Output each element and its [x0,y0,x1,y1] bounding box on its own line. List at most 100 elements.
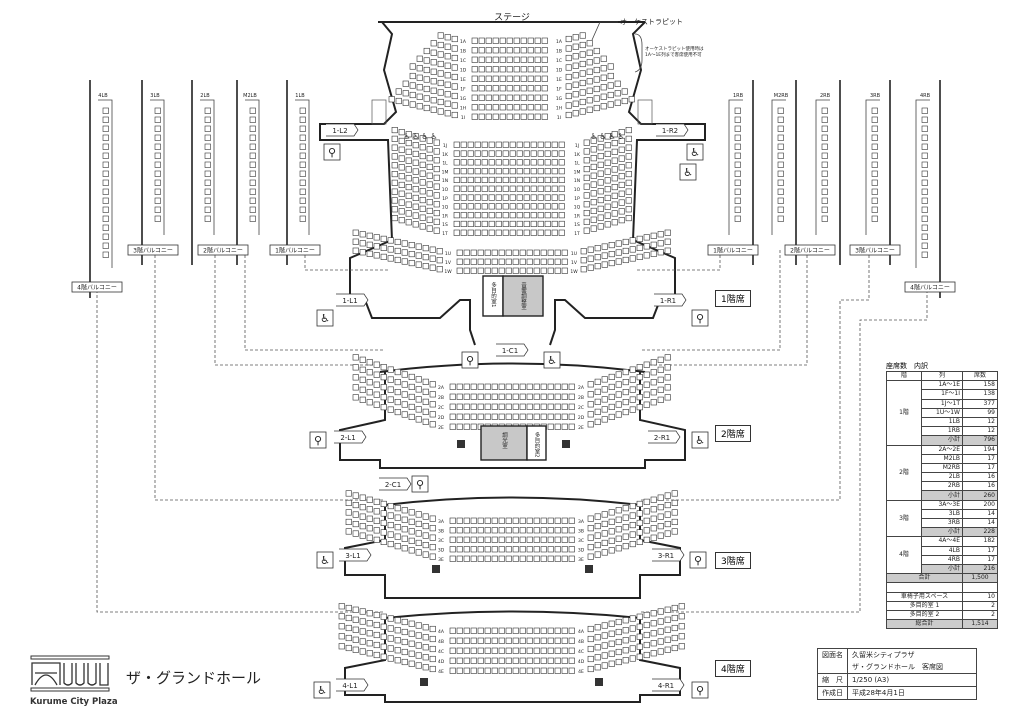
seat [513,113,520,120]
seat [491,403,498,410]
seat [643,621,650,629]
seat [611,201,618,208]
seat [395,97,402,105]
seat [597,153,604,160]
seat [102,215,109,222]
seat [409,91,416,99]
balcony-label-left: 1階バルコニー [275,247,315,255]
seat [650,525,657,532]
seat [502,203,509,210]
seat [544,141,551,148]
seat-row [395,88,628,111]
seat [593,47,600,55]
seat [608,413,615,421]
row-label-right: 1V [571,260,578,266]
seat [594,654,601,661]
seat [600,84,607,91]
seat [352,374,359,381]
restroom-icon: ⚲ [696,684,704,697]
seat [249,161,256,168]
seat [871,206,878,213]
seat [601,386,608,393]
seat [540,555,547,562]
seat [102,206,109,213]
route-line [635,245,928,613]
seat [451,83,458,90]
seat [671,624,678,632]
seat-row [352,354,671,390]
pillar [562,440,570,448]
seat [409,101,416,108]
seat [561,258,568,265]
seat [484,403,491,410]
box-rail [98,99,113,268]
seat [249,197,256,204]
seat [488,150,495,157]
seat [359,648,366,655]
seat [498,403,505,410]
seat [587,401,594,408]
row-label-left: 1E [460,77,466,83]
seat [249,107,256,114]
seat [594,664,601,671]
seat [520,37,527,44]
seat [527,104,534,111]
seat [871,134,878,141]
seat [359,240,366,247]
seat [401,411,408,418]
box-rail [200,99,215,235]
seat [664,492,671,499]
seat [622,408,629,416]
seat [512,249,519,256]
seat [422,654,429,661]
seat [412,168,419,175]
seat [505,258,512,265]
seat [338,643,345,650]
seat [430,87,437,94]
seat [512,536,519,543]
seat [664,374,671,381]
seat [587,534,594,541]
seat [572,62,579,69]
seat [481,159,488,166]
seat [484,546,491,553]
row-label-left: 1K [442,152,449,158]
seat [366,640,373,647]
seat [629,531,636,538]
seat [526,413,533,420]
door-marker [326,123,359,137]
seat [352,364,359,371]
seat [154,206,161,213]
seat [477,413,484,420]
seat [502,150,509,157]
seat [777,215,784,222]
seat [629,376,636,383]
restroom-icon: ⚲ [416,478,424,491]
seat [629,645,636,652]
seat [352,501,359,509]
seat [601,539,608,547]
seat [478,56,485,63]
row-label-right: 2E [578,425,584,431]
seat [643,234,650,241]
drawing-name-line1: 久留米シティプラザ [847,648,977,661]
seat [608,650,615,657]
seat [467,159,474,166]
seat [516,203,523,210]
seat [540,403,547,410]
seat [502,159,509,166]
box-label-4rb: 4RB [920,93,931,99]
seat-row [352,384,671,420]
seat [618,173,625,180]
seat [622,627,629,634]
seat [498,267,505,274]
seat [415,243,422,250]
seat [526,667,533,674]
seat [608,528,615,535]
row-label-left: 1H [460,106,466,112]
seat [502,212,509,219]
seat [608,620,615,627]
seat [495,168,502,175]
row-range-cell: 2RB [921,481,963,492]
seat [352,394,359,401]
